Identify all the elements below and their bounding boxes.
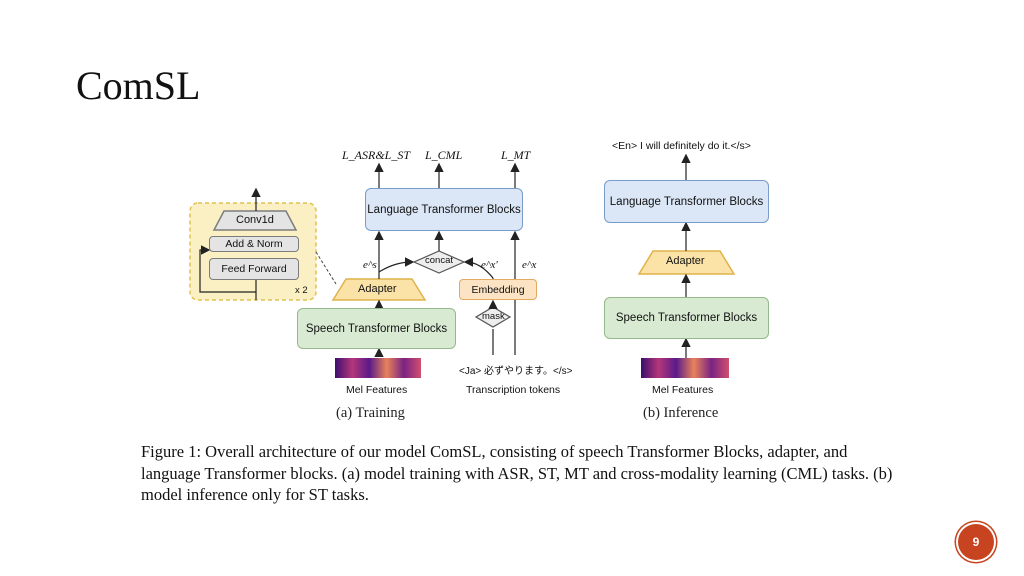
- inference-output-text: <En> I will definitely do it.</s>: [612, 140, 751, 152]
- mel-spectrogram-inference: [641, 358, 729, 378]
- training-caption: (a) Training: [336, 405, 405, 421]
- concat-diamond: [412, 250, 466, 274]
- mask-diamond: [474, 306, 512, 328]
- adapter-label-inference: Adapter: [666, 255, 705, 267]
- loss-asr-st-label: L_ASR&L_ST: [342, 148, 411, 162]
- ex-prime-label: e^x': [481, 259, 498, 271]
- embedding-block: Embedding: [459, 279, 537, 300]
- ex-label: e^x: [522, 259, 537, 271]
- concat-label: concat: [425, 255, 453, 266]
- mel-features-label-training: Mel Features: [346, 384, 408, 396]
- loss-mt-label: L_MT: [501, 148, 531, 162]
- adapter-label-training: Adapter: [358, 283, 397, 295]
- speech-transformer-block-inference: Speech Transformer Blocks: [604, 297, 769, 339]
- conv1d-label: Conv1d: [236, 214, 274, 226]
- speech-transformer-block-training: Speech Transformer Blocks: [297, 308, 456, 349]
- figure-caption: Figure 1: Overall architecture of our mo…: [141, 442, 893, 504]
- page-number-badge: 9: [958, 524, 994, 560]
- adapter-shape-training: [331, 278, 427, 301]
- mask-label: mask: [482, 311, 505, 322]
- mel-spectrogram-training: [335, 358, 421, 378]
- language-transformer-block-training: Language Transformer Blocks: [365, 188, 523, 231]
- inference-caption: (b) Inference: [643, 405, 719, 421]
- repeat-label: x 2: [295, 285, 308, 296]
- japanese-tokens-label: <Ja> 必ずやります。</s>: [459, 366, 573, 377]
- feed-forward-block: Feed Forward: [209, 258, 299, 280]
- slide-title: ComSL: [76, 63, 201, 108]
- add-norm-block: Add & Norm: [209, 236, 299, 252]
- transcription-tokens-label: Transcription tokens: [466, 384, 561, 396]
- adapter-shape-inference: [637, 250, 736, 275]
- es-label: e^s: [363, 259, 377, 271]
- mel-features-label-inference: Mel Features: [652, 384, 714, 396]
- loss-cml-label: L_CML: [425, 148, 463, 162]
- language-transformer-block-inference: Language Transformer Blocks: [604, 180, 769, 223]
- conv1d-shape: [212, 210, 298, 231]
